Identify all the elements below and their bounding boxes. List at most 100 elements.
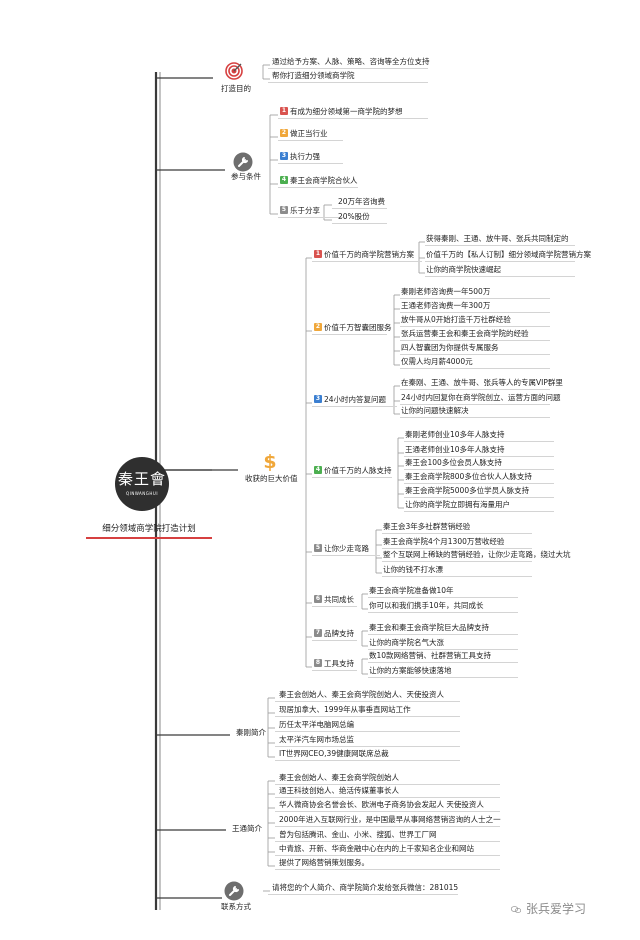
- node-underline: [400, 389, 550, 390]
- branch-label-contact: 联系方式: [221, 902, 251, 911]
- svg-text:$: $: [263, 451, 276, 473]
- node-underline: [275, 869, 500, 870]
- node-underline: [368, 649, 518, 650]
- value-sub: 张兵运营秦王会和秦王会商学院的经验: [401, 329, 529, 338]
- value-item: 价值千万的人脉支持: [324, 466, 392, 475]
- value-item: 价值千万的商学院营销方案: [324, 250, 414, 259]
- number-badge: 7: [314, 629, 322, 637]
- value-sub: 24小时内回复你在商学院创立、运营方面的问题: [401, 393, 561, 402]
- node-underline: [400, 312, 550, 313]
- number-badge: 6: [314, 595, 322, 603]
- dollar-icon: $: [263, 451, 276, 473]
- wangtong-item: 中青旅、开新、华商金融中心在内的上千家知名企业和网站: [279, 844, 474, 853]
- condition-item: 执行力强: [290, 152, 320, 161]
- node-underline: [312, 406, 397, 407]
- qingang-item: 现居加拿大、1999年从事垂直网站工作: [279, 705, 411, 714]
- wangtong-item: 通王科技创始人、绝活传媒董事长人: [279, 786, 399, 795]
- node-underline: [278, 163, 343, 164]
- value-sub: 整个互联网上稀缺的营销经验，让你少走弯路，绕过大坑: [383, 550, 571, 559]
- value-sub: 让你的问题快速解决: [401, 406, 469, 415]
- condition-item: 乐于分享: [290, 206, 320, 215]
- node-underline: [278, 217, 343, 218]
- wrench-icon: [224, 881, 244, 901]
- value-sub: 秦王会商学院准备做10年: [369, 586, 454, 595]
- value-sub: 秦刚老师创业10多年人脉支持: [405, 430, 505, 439]
- number-badge: 2: [280, 129, 288, 137]
- wangtong-item: 秦王会创始人、秦王会商学院创始人: [279, 773, 399, 782]
- node-underline: [275, 716, 460, 717]
- number-badge: 4: [314, 466, 322, 474]
- node-underline: [275, 701, 460, 702]
- branch-label-wangtong: 王通简介: [232, 824, 262, 833]
- target-icon: [225, 62, 243, 80]
- value-sub: 价值千万的【私人订制】细分领域商学院营销方案: [426, 250, 591, 259]
- number-badge: 1: [314, 250, 322, 258]
- node-underline: [312, 640, 357, 641]
- contact-item: 请将您的个人简介、商学院简介发给张兵微信：281015: [272, 883, 459, 892]
- node-underline: [275, 784, 500, 785]
- value-sub: 仅需人均月薪4000元: [401, 357, 473, 366]
- wangtong-item: 曾为包括腾讯、金山、小米、搜狐、世界工厂网: [279, 830, 437, 839]
- qingang-item: IT世界网CEO,39健康网联席总裁: [279, 749, 389, 758]
- value-sub: 秦刚老师咨询费一年500万: [401, 287, 491, 296]
- node-underline: [404, 511, 554, 512]
- node-underline: [278, 140, 343, 141]
- value-sub: 秦王会商学院4个月1300万营收经验: [383, 537, 505, 546]
- value-item: 品牌支持: [324, 629, 354, 638]
- node-underline: [368, 597, 518, 598]
- number-badge: 2: [314, 323, 322, 331]
- node-underline: [312, 555, 380, 556]
- node-underline: [278, 187, 358, 188]
- node-underline: [382, 561, 532, 562]
- node-underline: [268, 68, 428, 69]
- node-underline: [425, 245, 575, 246]
- node-underline: [404, 497, 554, 498]
- value-sub: 在秦刚、王通、放牛哥、张兵等人的专属VIP群里: [401, 378, 563, 387]
- value-sub: 让你的商学院名气大涨: [369, 638, 444, 647]
- node-underline: [275, 841, 500, 842]
- branch-label-value: 收获的巨大价值: [245, 474, 298, 483]
- node-underline: [382, 548, 532, 549]
- condition-item: 做正当行业: [290, 129, 328, 138]
- node-underline: [275, 811, 500, 812]
- value-sub: 让你的商学院立即拥有海量用户: [405, 500, 510, 509]
- value-sub: 秦王会商学院800多位合伙人人脉支持: [405, 472, 532, 481]
- watermark-text: 张兵爱学习: [526, 902, 587, 916]
- value-sub: 让你的方案能够快速落地: [369, 666, 452, 675]
- logo-mark: 秦王會: [117, 470, 166, 488]
- qingang-item: 历任太平洋电脑网总编: [279, 720, 354, 729]
- value-sub: 让你的商学院快速崛起: [426, 265, 501, 274]
- value-sub: 让你的钱不打水漂: [383, 565, 443, 574]
- node-underline: [275, 797, 500, 798]
- purpose-item: 通过给予方案、人脉、策略、咨询等全方位支持: [272, 57, 430, 66]
- value-item: 工具支持: [324, 659, 354, 668]
- node-underline: [382, 576, 532, 577]
- value-sub: 数10款网络营销、社群营销工具支持: [369, 651, 492, 660]
- value-sub: 四人智囊团为你提供专属服务: [401, 343, 499, 352]
- node-underline: [332, 223, 387, 224]
- value-item: 让你少走弯路: [324, 544, 369, 553]
- node-underline: [400, 298, 550, 299]
- node-underline: [278, 118, 428, 119]
- number-badge: 5: [280, 206, 288, 214]
- value-sub: 秦王会100多位会员人脉支持: [405, 458, 502, 467]
- node-underline: [312, 261, 422, 262]
- branch-label-conditions: 参与条件: [231, 172, 261, 181]
- condition-sub: 20万年咨询费: [338, 197, 386, 206]
- number-badge: 5: [314, 544, 322, 552]
- node-underline: [275, 746, 460, 747]
- node-underline: [275, 855, 500, 856]
- node-underline: [268, 894, 458, 895]
- node-underline: [404, 469, 554, 470]
- node-underline: [400, 340, 550, 341]
- node-underline: [382, 533, 532, 534]
- qingang-item: 太平洋汽车网市场总监: [279, 735, 354, 744]
- condition-item: 有成为细分领域第一商学院的梦想: [290, 107, 403, 116]
- number-badge: 3: [280, 152, 288, 160]
- node-underline: [275, 760, 460, 761]
- node-underline: [312, 477, 392, 478]
- node-underline: [404, 441, 554, 442]
- qingang-item: 秦王会创始人、秦王会商学院创始人、天使投资人: [279, 690, 444, 699]
- root-title-underline: [86, 537, 212, 539]
